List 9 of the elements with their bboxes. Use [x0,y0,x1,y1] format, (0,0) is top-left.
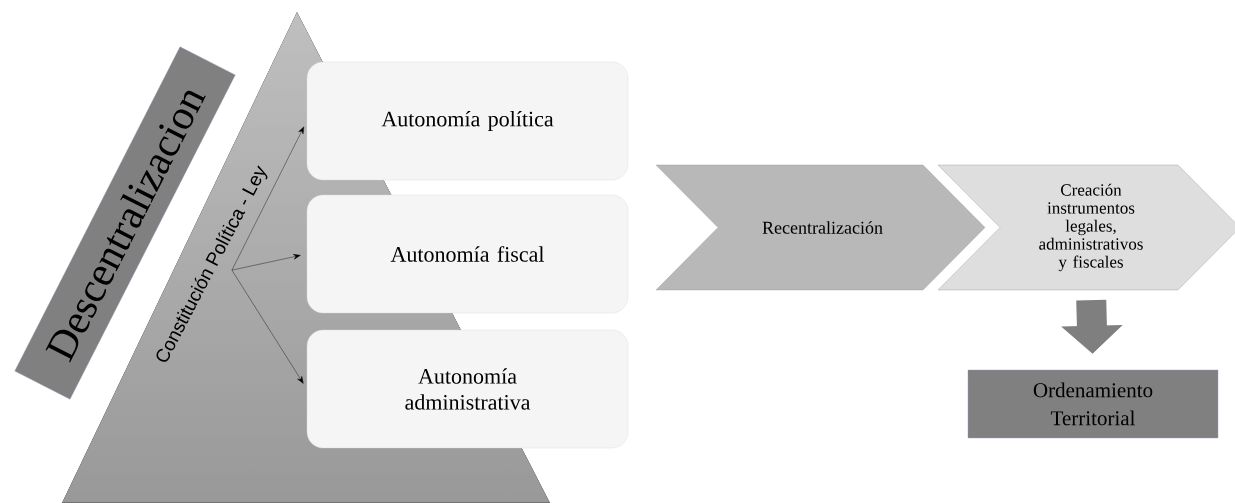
arrow [231,126,305,271]
rounded-box: Autonomía fiscal [306,194,629,314]
rounded-box: Autonomía política [306,61,629,181]
arrow [231,269,304,384]
process-step: Recentralización [655,164,986,291]
process-step: Creación instrumentos legales, administrativos y fiscales [937,164,1235,291]
process-box: Ordenamiento Territorial [967,369,1219,439]
rounded-box: Autonomía administrativa [306,329,629,449]
arrow [231,254,301,271]
